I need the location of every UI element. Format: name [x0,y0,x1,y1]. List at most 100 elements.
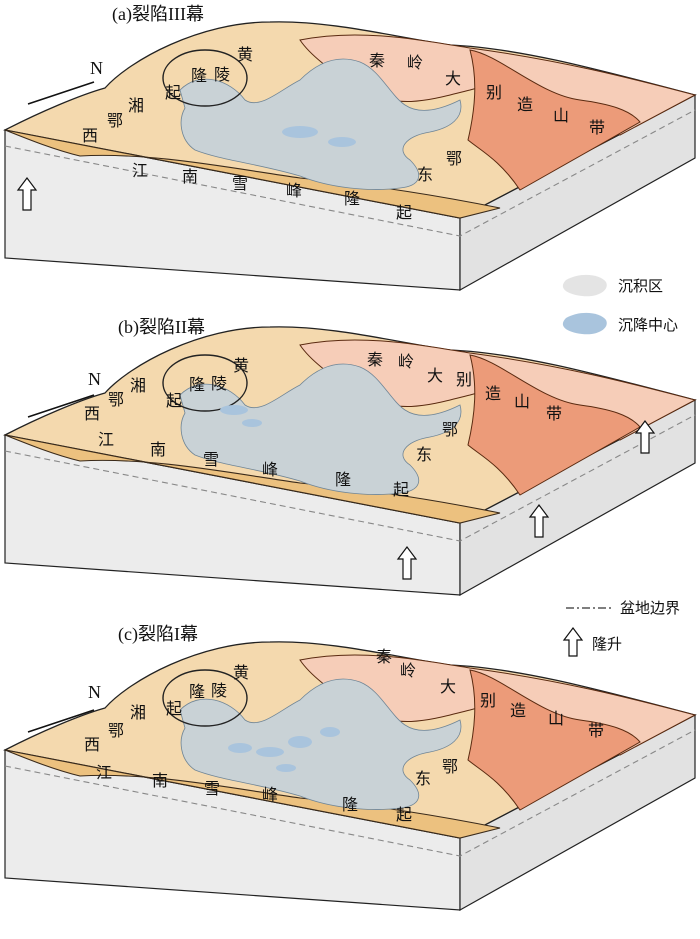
map-label: 鄂 [442,420,458,439]
map-label: 江 [132,161,148,180]
subsidence-center [328,137,356,147]
subsidence-center [288,736,312,748]
map-label: 起 [165,83,181,102]
map-label: 带 [589,118,605,137]
map-label: 陵 [214,65,230,84]
map-label: 鄂 [446,149,462,168]
subsidence-center [228,743,252,753]
map-label: 雪 [232,174,248,193]
map-label: 西 [84,404,100,423]
map-label: 湘 [130,703,146,722]
map-label: 别 [486,83,502,102]
panel-b: (b)裂陷II幕 N 黄 陵 隆 起 秦 岭 大 别 造 山 带 西 湘 鄂 江… [4,317,696,596]
map-label: 西 [82,126,98,145]
legend-deposit-label: 沉积区 [618,277,663,295]
map-label: 秦 [376,647,392,666]
map-label: 岭 [407,53,423,72]
subsidence-center [256,747,284,757]
map-label: 起 [396,203,412,222]
panel-a: (a)裂陷III幕 N 黄 陵 隆 起 秦 岭 大 别 造 山 带 西 湘 鄂 … [4,4,696,291]
uplift-arrow-icon [562,627,584,657]
map-label: 黄 [233,663,249,682]
map-label: 山 [553,106,569,125]
map-label: 雪 [204,779,220,798]
map-label: 黄 [233,356,249,375]
north-arrow [27,394,95,418]
map-label: 江 [98,430,114,449]
uplift-arrow-icon [396,546,418,580]
subsidence-center [276,764,296,772]
legend-subsidence-swatch [562,312,607,335]
map-label: 鄂 [108,721,124,740]
map-label: 造 [485,384,501,403]
map-label: 峰 [262,460,278,479]
map-label: 隆 [189,375,205,394]
north-arrow [27,709,95,733]
map-label: 造 [517,95,533,114]
uplift-arrow-icon [16,177,38,211]
map-label: 隆 [344,189,360,208]
map-label: 山 [548,709,564,728]
map-label: 隆 [191,66,207,85]
map-label: 别 [456,370,472,389]
north-arrow [27,81,95,105]
uplift-arrow-icon [634,420,656,454]
map-label: 东 [417,165,433,184]
map-label: 陵 [211,374,227,393]
map-label: 陵 [211,681,227,700]
legend-deposit-swatch [562,274,607,297]
map-label: 雪 [203,450,219,469]
map-label: 江 [96,763,112,782]
map-label: 峰 [286,181,302,200]
map-label: 鄂 [108,390,124,409]
map-label: 湘 [128,96,144,115]
map-label: 大 [427,366,443,385]
map-label: 隆 [335,470,351,489]
north-arrow-label: N [90,58,103,78]
map-label: 南 [152,771,168,790]
map-label: 鄂 [442,757,458,776]
map-label: 南 [150,440,166,459]
map-label: 南 [182,167,198,186]
legend-subsidence-label: 沉降中心 [618,316,678,334]
panel-title: (b)裂陷II幕 [118,317,205,338]
map-label: 秦 [367,350,383,369]
uplift-arrow-icon [528,504,550,538]
panel-title: (c)裂陷I幕 [118,624,198,645]
map-label: 带 [588,721,604,740]
legend: 沉积区 沉降中心 盆地边界 隆升 [562,274,680,657]
map-label: 岭 [398,352,414,371]
panel-title: (a)裂陷III幕 [112,4,204,25]
subsidence-center [282,126,318,138]
map-label: 起 [166,391,182,410]
map-label: 带 [546,404,562,423]
map-label: 东 [415,769,431,788]
north-arrow-label: N [88,682,101,702]
map-label: 起 [396,805,412,824]
map-label: 秦 [369,51,385,70]
map-label: 大 [440,677,456,696]
map-label: 大 [445,69,461,88]
legend-boundary-label: 盆地边界 [620,599,680,617]
north-arrow-label: N [88,369,101,389]
subsidence-center [320,727,340,737]
map-label: 别 [480,691,496,710]
map-label: 造 [510,701,526,720]
map-label: 鄂 [107,111,123,130]
legend-uplift-label: 隆升 [592,635,622,653]
map-label: 起 [166,699,182,718]
panel-c: (c)裂陷I幕 N 黄 陵 隆 起 秦 岭 大 别 造 山 带 西 湘 鄂 江 … [4,624,696,911]
map-label: 起 [393,480,409,499]
subsidence-center [242,419,262,427]
subsidence-center [220,405,248,415]
map-label: 隆 [342,795,358,814]
map-label: 黄 [237,45,253,64]
map-label: 西 [84,735,100,754]
map-label: 岭 [400,661,416,680]
map-label: 湘 [130,376,146,395]
map-label: 峰 [262,785,278,804]
map-label: 山 [514,392,530,411]
map-label: 东 [416,445,432,464]
map-label: 隆 [189,682,205,701]
